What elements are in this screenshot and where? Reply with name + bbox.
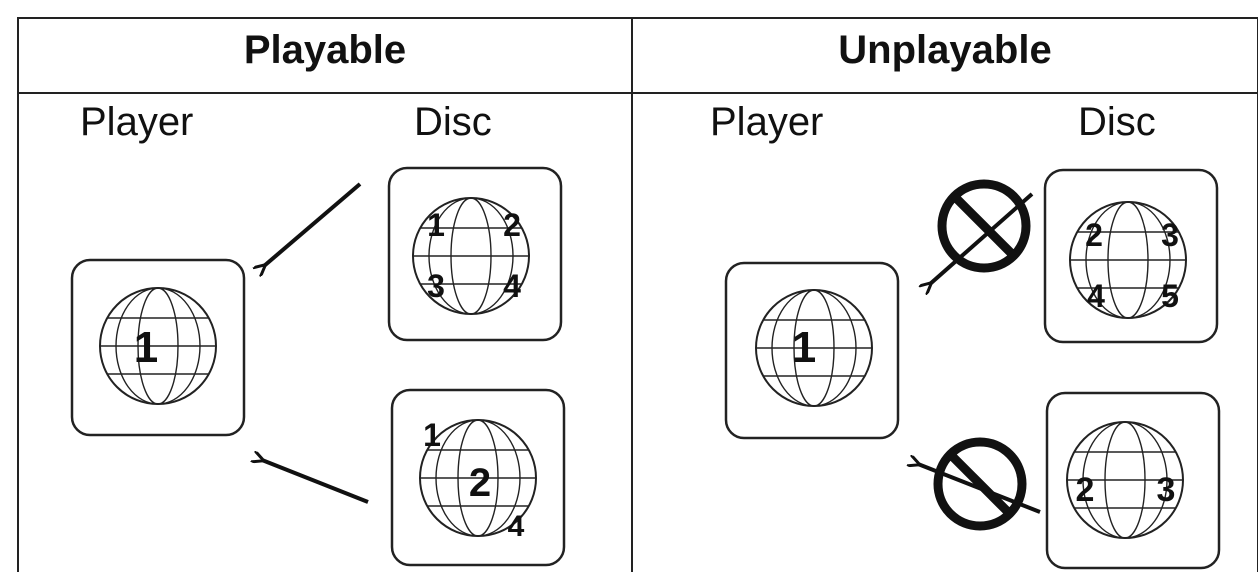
region-number: 2 <box>469 461 491 505</box>
region-number: 4 <box>1087 278 1105 314</box>
prohibited-icon <box>918 437 1041 531</box>
unplayable-disc-top: 2 3 4 5 <box>1043 168 1219 344</box>
region-number: 2 <box>1076 471 1095 509</box>
unplayable-player-box: 1 <box>724 261 900 440</box>
region-number: 4 <box>503 268 521 304</box>
playable-disc-label: Disc <box>414 100 492 144</box>
region-number: 2 <box>503 207 521 243</box>
region-number: 2 <box>1085 217 1103 253</box>
playable-disc-top: 1 2 3 4 <box>387 166 563 342</box>
unplayable-player-region: 1 <box>792 323 816 372</box>
playable-player-region: 1 <box>134 323 158 372</box>
region-number: 3 <box>427 268 445 304</box>
region-number: 5 <box>1161 278 1179 314</box>
prohibited-icon <box>930 179 1034 284</box>
unplayable-disc-bottom: 2 3 <box>1045 391 1221 570</box>
region-number: 1 <box>427 207 445 243</box>
region-number: 1 <box>423 417 441 453</box>
table-border <box>17 17 1258 572</box>
arrow-icon <box>264 182 362 266</box>
playable-disc-bottom: 1 2 4 <box>390 388 566 567</box>
playable-header: Playable <box>243 28 407 72</box>
arrow-icon <box>262 460 369 504</box>
region-number: 3 <box>1161 217 1179 253</box>
unplayable-player-label: Player <box>710 100 824 144</box>
unplayable-header: Unplayable <box>838 28 1052 72</box>
region-number: 3 <box>1157 471 1176 509</box>
playable-player-box: 1 <box>70 258 246 437</box>
region-number: 4 <box>508 510 525 543</box>
playable-player-label: Player <box>80 100 194 144</box>
unplayable-disc-label: Disc <box>1078 100 1156 144</box>
